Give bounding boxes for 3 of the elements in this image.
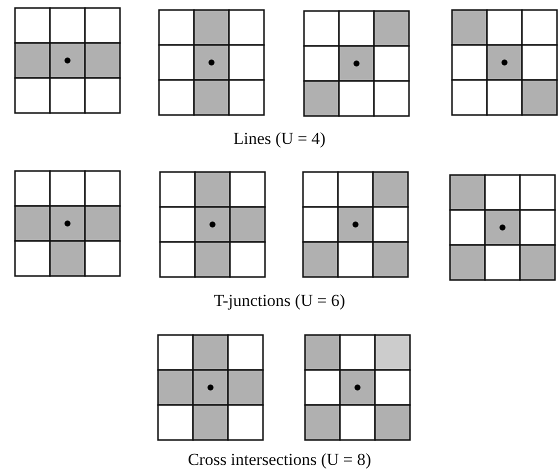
figure-caption: Cross intersections (U = 8): [188, 451, 372, 468]
figure-caption: Lines (U = 4): [233, 130, 326, 147]
figure-caption: T-junctions (U = 6): [214, 292, 346, 309]
